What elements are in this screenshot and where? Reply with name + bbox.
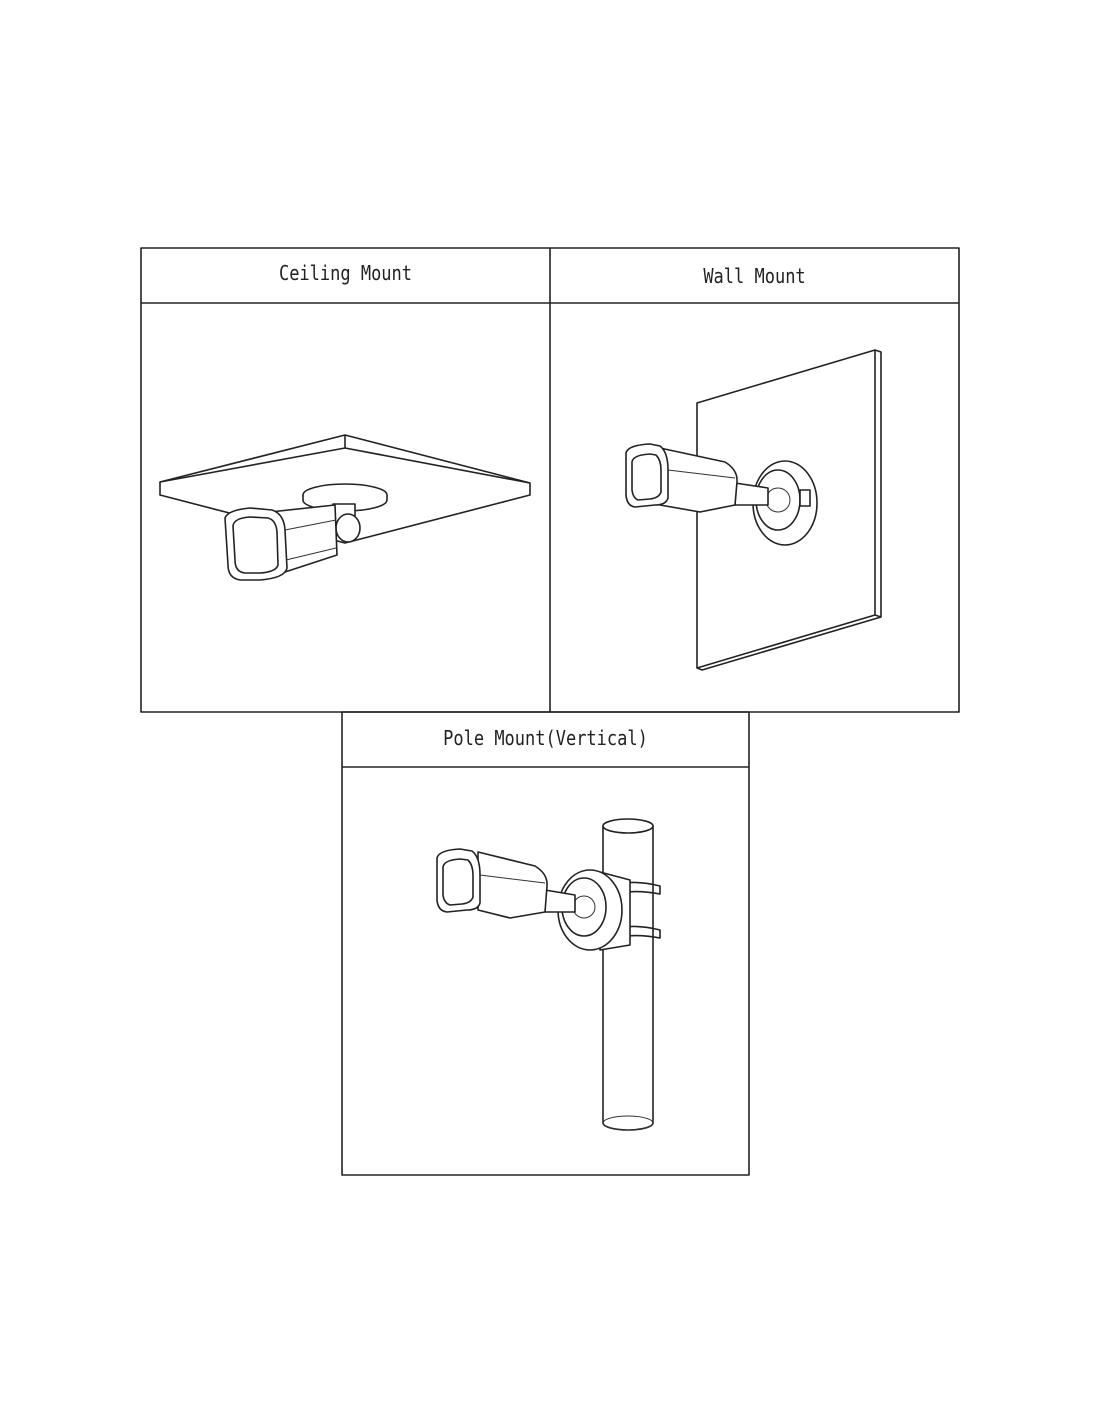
ceiling-mount-title: Ceiling Mount [278,261,413,285]
ceiling-mount-illustration [159,434,531,581]
pole-mount-illustration [436,818,661,1131]
pole-mount-title: Pole Mount(Vertical) [443,726,648,750]
wall-mount-title: Wall Mount [703,264,806,288]
wall-mount-illustration [625,349,882,671]
bottom-table-frame [341,711,750,1176]
